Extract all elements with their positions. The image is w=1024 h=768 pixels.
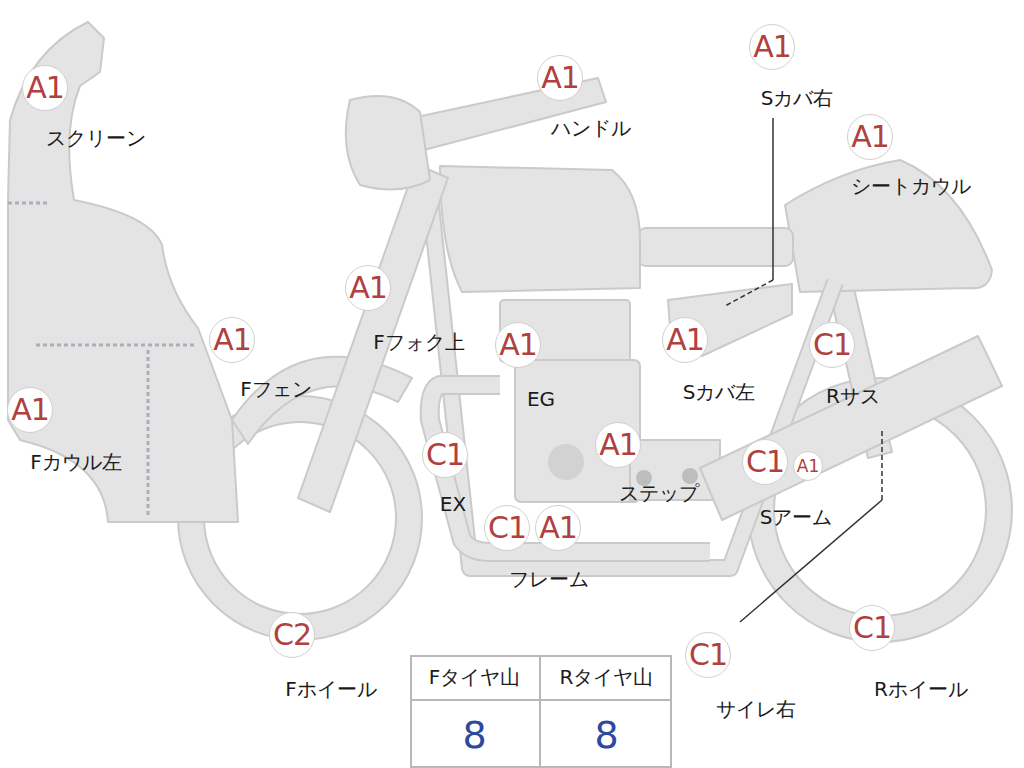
grade-circle: A1 [793,451,823,481]
grade-code: C1 [853,613,891,643]
engine-block [515,360,640,502]
headlight [346,96,430,189]
grade-circle: A1シートカウル [847,114,893,160]
grade-code: A1 [499,330,537,360]
grade-circle: A1ハンドル [537,55,583,101]
part-name: スクリーン [46,127,146,149]
cowl-seam [147,350,150,516]
engine-cover [548,444,584,480]
part-name: EX [440,493,466,515]
front-cowl [8,22,238,522]
seat [638,228,793,266]
grade-code: A1 [666,325,704,355]
swing-arm [700,336,1002,520]
part-name: Fフェン [240,378,312,400]
grade-circle: A1Sカバ左 [662,317,708,363]
grade-circle: A1スクリーン [22,65,68,111]
grade-code: C1 [813,330,851,360]
grade-circle: C1Rホイール [849,605,895,651]
grade-circle: A1ステップ [595,422,641,468]
grade-circle: A1Fフェン [209,317,255,363]
grade-circle: C1Rサス [809,322,855,368]
table-header: Rタイヤ山 [541,655,672,701]
part-name: EG [527,388,555,410]
part-name: Fホイール [285,678,377,700]
part-name: Rホイール [874,678,968,700]
grade-code: A1 [213,325,251,355]
part-name: ステップ [619,482,699,504]
engine-top [500,300,630,362]
part-name: ハンドル [551,117,631,139]
grade-code: A1 [599,430,637,460]
fuel-tank [440,166,640,292]
grade-circle: A1Fカウル左 [7,387,53,433]
leader-line [881,428,883,500]
table-value: 8 [541,701,672,768]
grade-circle: A1フレーム [535,505,581,551]
part-name: Fフォク上 [373,331,465,353]
grade-code: A1 [349,273,387,303]
part-name: Sカバ右 [761,87,834,109]
table-value: 8 [410,701,541,768]
seat-cowl [785,160,992,292]
grade-circle: C1サイレ右 [685,632,731,678]
part-name: Sアーム [760,506,833,528]
cowl-seam [8,202,48,205]
grade-circle: A1Fフォク上 [345,265,391,311]
grade-code: C1 [426,440,464,470]
grade-code: A1 [11,395,49,425]
grade-circle: C1EX [422,432,468,478]
grade-code: C1 [488,513,526,543]
grade-circle: C2Fホイール [269,612,315,658]
grade-code: A1 [26,73,64,103]
cowl-seam [36,344,196,347]
part-name: フレーム [509,568,589,590]
grade-code: A1 [851,122,889,152]
leader-line [740,500,882,622]
grade-circle: C1 [484,505,530,551]
part-name: Fカウル左 [30,451,122,473]
grade-code: A1 [797,458,819,475]
table-header: Fタイヤ山 [410,655,541,701]
grade-circle: A1EG [495,322,541,368]
grade-code: A1 [753,32,791,62]
part-name: シートカウル [851,175,971,197]
grade-code: A1 [541,63,579,93]
grade-code: C1 [746,447,784,477]
leader-line [725,280,773,306]
grade-code: C2 [273,620,311,650]
grade-circle: A1Sカバ右 [749,24,795,70]
leader-line [772,118,774,280]
grade-code: A1 [539,513,577,543]
grade-circle: C1Sアーム [742,439,788,485]
part-name: Sカバ左 [683,381,756,403]
part-name: サイレ右 [716,698,796,720]
grade-code: C1 [689,640,727,670]
part-name: Rサス [826,385,880,407]
